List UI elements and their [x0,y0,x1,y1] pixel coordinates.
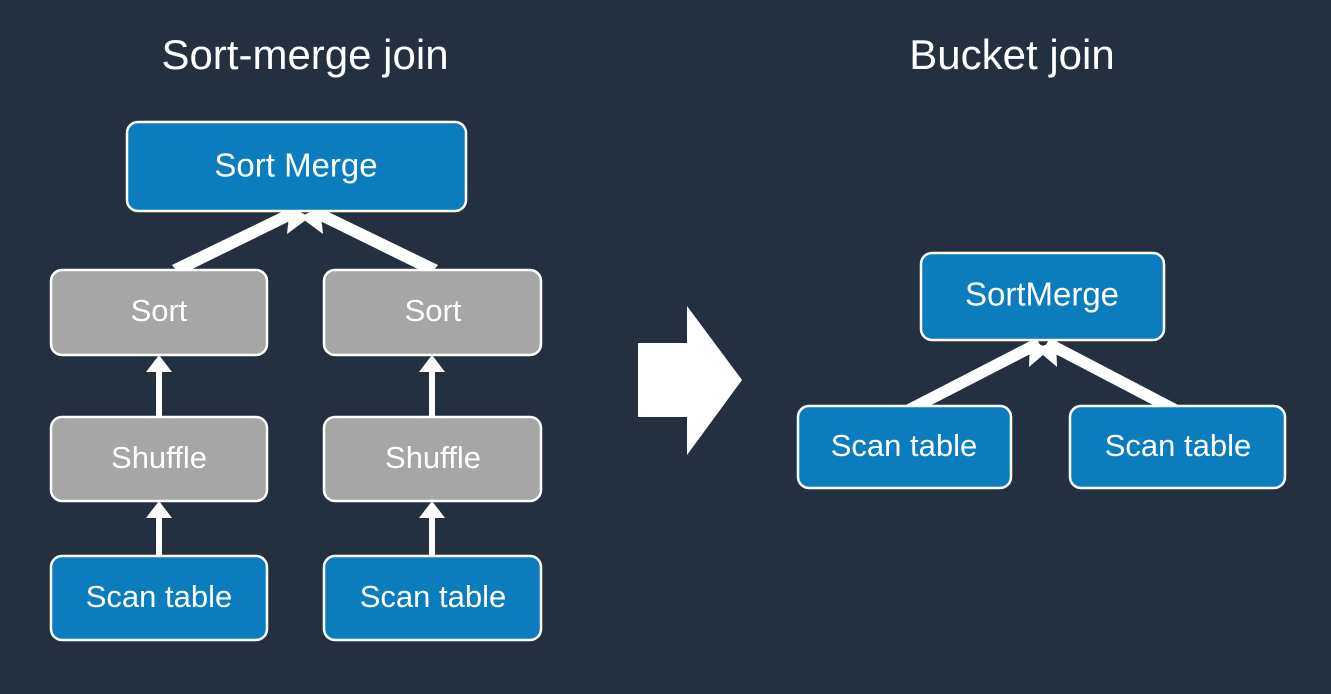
node-bucket-sort-merge[interactable]: SortMerge [919,251,1166,342]
node-sort-right-label: Sort [405,293,462,328]
node-sort-merge[interactable]: Sort Merge [125,120,468,213]
right-arrow-icon [638,306,742,455]
edge-shuffle-left-to-sort-left [146,355,172,417]
node-bucket-scan-table-right-rect[interactable] [1068,404,1287,490]
edge-scan-left-to-shuffle-left [146,501,172,556]
node-sort-right[interactable]: Sort [322,268,543,357]
node-bucket-sort-merge-rect[interactable] [919,251,1166,342]
node-bucket-scan-table-left-label: Scan table [831,428,978,463]
edge-scan-right-to-sortmerge-head [1036,340,1057,367]
node-shuffle-left-label: Shuffle [111,440,207,475]
node-sort-left-rect[interactable] [49,268,269,357]
edge-shuffle-right-to-sort-right [419,355,445,417]
right-edges [900,338,1184,418]
edge-sort-left-to-sortmerge [172,205,302,275]
edge-scan-right-to-shuffle-right [419,501,445,556]
transformation-arrow [638,306,742,455]
left-edges [146,205,445,556]
node-sort-merge-label: Sort Merge [214,147,377,184]
node-sort-left[interactable]: Sort [49,268,269,357]
node-sort-merge-rect[interactable] [125,120,468,213]
edge-scan-left-to-sortmerge [900,338,1042,418]
left-panel: Sort-merge join S [49,31,543,642]
edge-sort-right-to-sortmerge [308,205,438,275]
node-bucket-scan-table-left[interactable]: Scan table [796,404,1013,490]
edge-sort-right-to-sortmerge-head [300,207,323,234]
node-bucket-sort-merge-label: SortMerge [965,276,1119,313]
edge-sort-left-to-sortmerge-head [287,207,310,234]
node-bucket-scan-table-right[interactable]: Scan table [1068,404,1287,490]
node-scan-table-right-label: Scan table [360,579,507,614]
right-panel-title: Bucket join [909,31,1114,78]
node-shuffle-right-label: Shuffle [385,440,481,475]
right-panel: Bucket join SortMerge Scan table [796,31,1287,490]
node-sort-right-rect[interactable] [322,268,543,357]
node-scan-table-left[interactable]: Scan table [49,554,269,642]
node-scan-table-right[interactable]: Scan table [322,554,543,642]
node-sort-left-label: Sort [131,293,188,328]
node-shuffle-right[interactable]: Shuffle [322,415,543,503]
edge-scan-right-to-sortmerge [1044,338,1184,418]
node-shuffle-left[interactable]: Shuffle [49,415,269,503]
node-shuffle-right-rect[interactable] [322,415,543,503]
node-bucket-scan-table-right-label: Scan table [1105,428,1252,463]
node-shuffle-left-rect[interactable] [49,415,269,503]
node-scan-table-right-rect[interactable] [322,554,543,642]
left-panel-title: Sort-merge join [161,31,448,78]
node-scan-table-left-label: Scan table [86,579,233,614]
node-scan-table-left-rect[interactable] [49,554,269,642]
node-bucket-scan-table-left-rect[interactable] [796,404,1013,490]
